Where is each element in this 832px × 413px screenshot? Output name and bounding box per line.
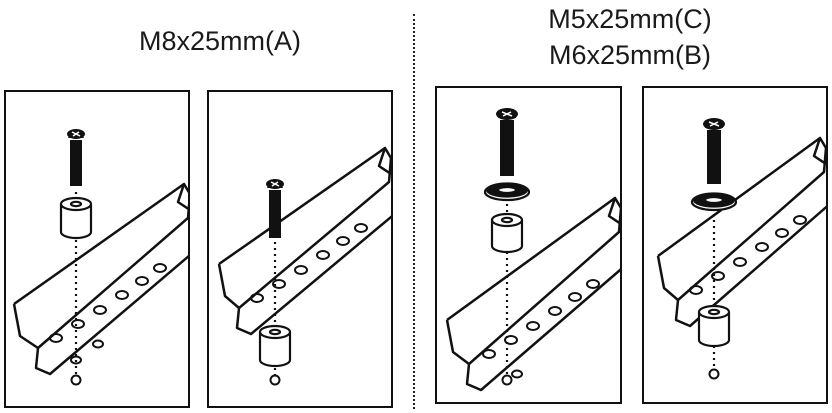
mounting-rail-icon xyxy=(656,136,826,328)
screw-icon xyxy=(496,108,518,176)
spacer-icon xyxy=(258,324,292,368)
washer-icon xyxy=(483,182,531,202)
label-m6-b: M6x25mm(B) xyxy=(548,40,711,70)
label-m5-c: M5x25mm(C) xyxy=(548,4,712,34)
panel-m8-spacer-above xyxy=(4,90,190,408)
mounting-rail-icon xyxy=(12,182,188,376)
spacer-icon xyxy=(59,196,93,240)
panel-m5-m6-spacer-above xyxy=(435,86,622,404)
washer-icon xyxy=(690,192,738,212)
screw-icon xyxy=(703,118,725,184)
panel-m5-m6-spacer-below xyxy=(642,86,828,404)
mounting-rail-icon xyxy=(217,146,391,336)
panel-m8-spacer-below xyxy=(207,90,393,408)
spacer-icon xyxy=(490,212,524,254)
spacer-icon xyxy=(697,304,731,348)
mounting-rail-icon xyxy=(445,196,620,392)
screw-icon xyxy=(67,129,85,186)
section-divider xyxy=(413,14,415,409)
screw-icon xyxy=(266,179,284,238)
label-m8-a: M8x25mm(A) xyxy=(138,26,301,56)
